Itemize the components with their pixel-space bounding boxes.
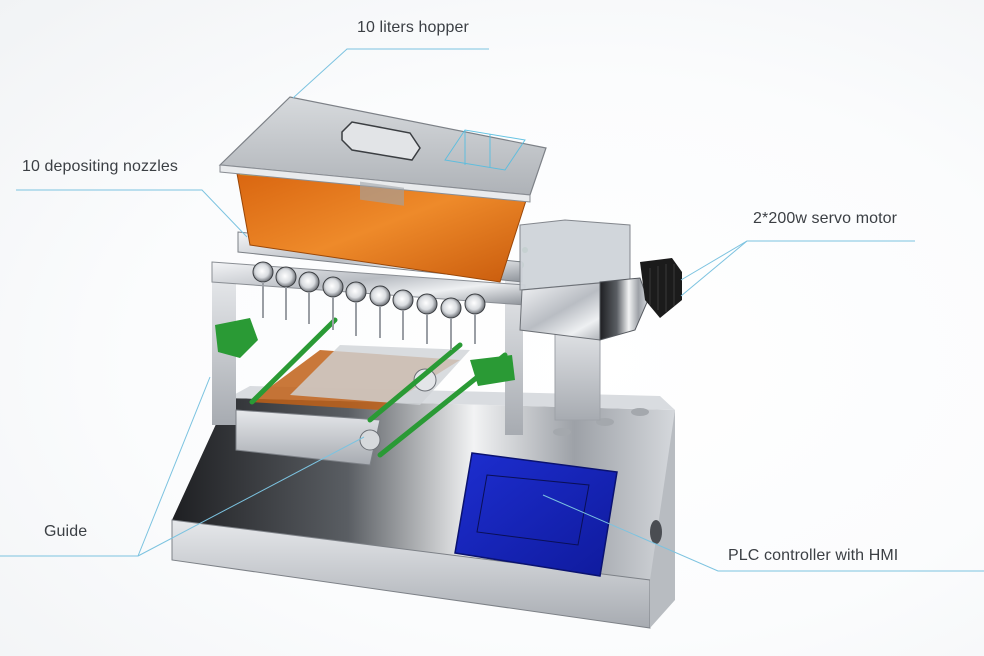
label-nozzles: 10 depositing nozzles — [22, 158, 178, 175]
lid-handle-icon — [341, 121, 421, 206]
label-hopper: 10 liters hopper — [357, 19, 469, 36]
callout-plc — [542, 494, 984, 572]
label-guide: Guide — [44, 523, 88, 540]
hopper — [218, 96, 547, 283]
connector-port — [650, 520, 662, 544]
hmi-screen — [454, 452, 618, 577]
callout-lines — [0, 48, 984, 572]
callout-hopper — [292, 48, 489, 99]
label-servo-motor: 2*200w servo motor — [753, 210, 898, 227]
conveyor-tray — [235, 345, 470, 466]
servo-motor — [519, 219, 682, 341]
callout-nozzles — [16, 189, 248, 238]
label-plc-hmi: PLC controller with HMI — [728, 547, 899, 564]
callout-servo — [680, 240, 915, 281]
